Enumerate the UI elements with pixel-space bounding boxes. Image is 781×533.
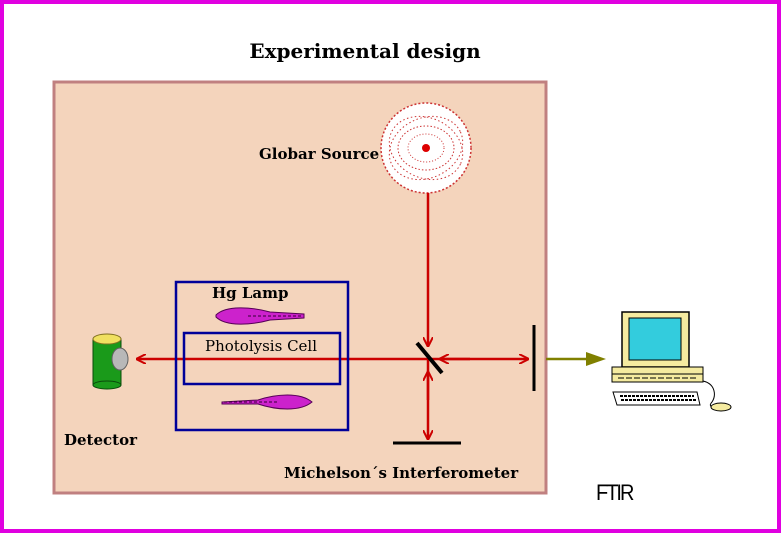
ftir-label: FTIR: [596, 481, 634, 505]
diagram-title: Experimental design: [249, 39, 481, 63]
detector-icon: [92, 333, 129, 390]
signal-arrow: [546, 352, 606, 366]
photolysis-cell: [182, 331, 342, 386]
hg-lamp-icon: [215, 307, 305, 325]
hg-lamp-icon: [221, 394, 313, 410]
interferometer-label: Michelson´s Interferometer: [284, 464, 519, 482]
hg-lamp-label: Hg Lamp: [212, 284, 289, 302]
beam-splitter-icon: [415, 341, 444, 375]
globar-source-icon: [380, 102, 472, 194]
computer-icon: [611, 311, 732, 412]
photolysis-cell-label: Photolysis Cell: [205, 337, 317, 355]
globar-source-label: Globar Source: [259, 145, 379, 163]
detector-label: Detector: [64, 431, 138, 449]
hg-lamp-enclosure: [174, 280, 350, 432]
